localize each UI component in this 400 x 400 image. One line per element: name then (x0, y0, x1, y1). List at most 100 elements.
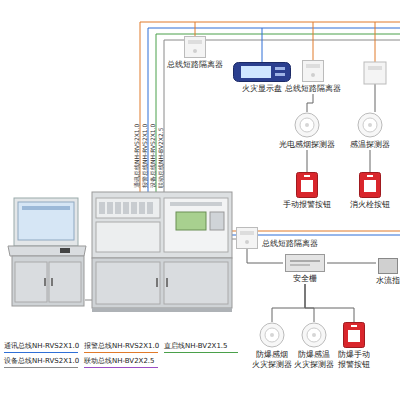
legend-line-sample (164, 351, 238, 354)
bus-label: 报警总线NH-RVS2X1.0 (141, 124, 148, 188)
legend-entry: 联动总线NH-BV2X2.5 (84, 357, 158, 369)
legend-text: 联动总线NH-BV2X2.5 (84, 357, 158, 366)
link-wire (85, 300, 92, 301)
cabinet-door (15, 262, 47, 302)
detector-base (358, 113, 382, 137)
drop-wire (313, 22, 314, 60)
button-icon (359, 172, 381, 198)
legend-line-sample (84, 351, 158, 354)
bus-wire (156, 34, 400, 192)
module (131, 202, 137, 214)
flow-body (379, 259, 398, 274)
panel-button (275, 73, 285, 76)
drop-wire (375, 84, 376, 112)
isolator-led (245, 240, 249, 244)
wire-connector (272, 284, 305, 322)
legend-text: 报警总线NH-RVS2X1.0 (84, 342, 159, 351)
monitor-frame (14, 198, 78, 246)
drop-wire (375, 22, 376, 62)
bus-label: 联动总线NH-BV2X2.5 (157, 128, 164, 188)
detector-center (312, 333, 316, 337)
panel-body (234, 63, 291, 82)
isolator-body (303, 61, 324, 82)
isolator-plate (306, 64, 320, 68)
isolator-plate (188, 40, 202, 44)
bus-label: 通讯总线NH-RVS2X1.0 (133, 124, 140, 188)
legend-line (4, 352, 78, 353)
detector-center (270, 333, 274, 337)
module-panel (96, 222, 160, 252)
legend-entry: 通讯总线NH-RVS2X1.0 (4, 342, 79, 354)
wire-connector (370, 150, 371, 172)
legend-entry: 直启线NH-BV2X1.5 (164, 342, 238, 354)
flow-indicator-icon (378, 258, 398, 274)
cabinet-base (92, 308, 232, 312)
device-label: 防爆手动 报警按钮 (333, 350, 375, 370)
detector-head (363, 118, 377, 132)
legend-entry: 设备总线NH-RVS2X1.0 (4, 357, 79, 369)
device-label: 火灾显示盘 (242, 84, 282, 94)
bus-wire (164, 40, 400, 192)
device-label: 安全栅 (293, 274, 317, 284)
detector-node: 感温探测器 (335, 112, 400, 150)
module (115, 202, 121, 214)
button-mark (351, 325, 357, 327)
device-label: 感温探测器 (350, 140, 390, 150)
detector-node: 防爆感烟 火灾探测器 (251, 322, 293, 370)
detector-icon (357, 112, 383, 138)
legend-text: 直启线NH-BV2X1.5 (164, 342, 238, 351)
legend-line-sample (4, 351, 78, 354)
button-window (364, 180, 376, 192)
module (99, 202, 105, 214)
display-panel-icon (233, 62, 291, 82)
button-window (348, 330, 360, 342)
device-label: 防爆感温 火灾探测器 (293, 350, 335, 370)
barrier-line (290, 260, 320, 262)
isolator-icon (302, 60, 324, 82)
legend-line (4, 367, 78, 368)
detector-node: 光电感烟探测器 (267, 112, 347, 150)
device-label: 水流指 (376, 276, 400, 286)
bus-label: 设备总线NH-RVS2X1.0 (149, 124, 156, 188)
detector-base (295, 113, 319, 137)
barrier-node: 安全栅 (283, 254, 327, 284)
bus-wire (140, 22, 400, 192)
controller-cabinet (92, 192, 232, 258)
cabinet-lower (92, 258, 232, 308)
door-handle (166, 278, 168, 287)
door-handle (156, 278, 158, 287)
cabinet-door (96, 262, 160, 304)
module (123, 202, 129, 214)
barrier-body (286, 255, 325, 272)
isolator-body (237, 228, 258, 249)
isolator-node: 总线短路隔离器 (236, 227, 336, 249)
drop-wire (195, 22, 196, 36)
button-node: 手动报警按钮 (267, 172, 347, 210)
device-label: 总线短路隔离器 (167, 60, 223, 70)
isolator-body (185, 37, 206, 58)
isolator-symbol (364, 62, 386, 84)
button-window (301, 180, 313, 192)
legend-line-sample (4, 366, 78, 369)
detector-base (260, 323, 284, 347)
lcd-screen (176, 212, 206, 230)
device-label: 总线短路隔离器 (285, 84, 341, 94)
legend-text: 设备总线NH-RVS2X1.0 (4, 357, 79, 366)
drop-wire (262, 28, 263, 62)
button-mark (367, 175, 373, 177)
main-panel (164, 198, 228, 252)
detector-icon (294, 112, 320, 138)
wire-connector (327, 263, 376, 264)
indicator-row (170, 202, 222, 206)
wire-connector (307, 150, 308, 172)
console-mouse (60, 248, 70, 253)
door-handle (44, 278, 46, 286)
detector-base (302, 323, 326, 347)
barrier-line (290, 264, 310, 266)
isolator-symbol (368, 66, 382, 70)
button-icon (296, 172, 318, 198)
legend-line-sample (84, 366, 158, 369)
module (147, 202, 153, 214)
wire-connector (305, 284, 354, 322)
